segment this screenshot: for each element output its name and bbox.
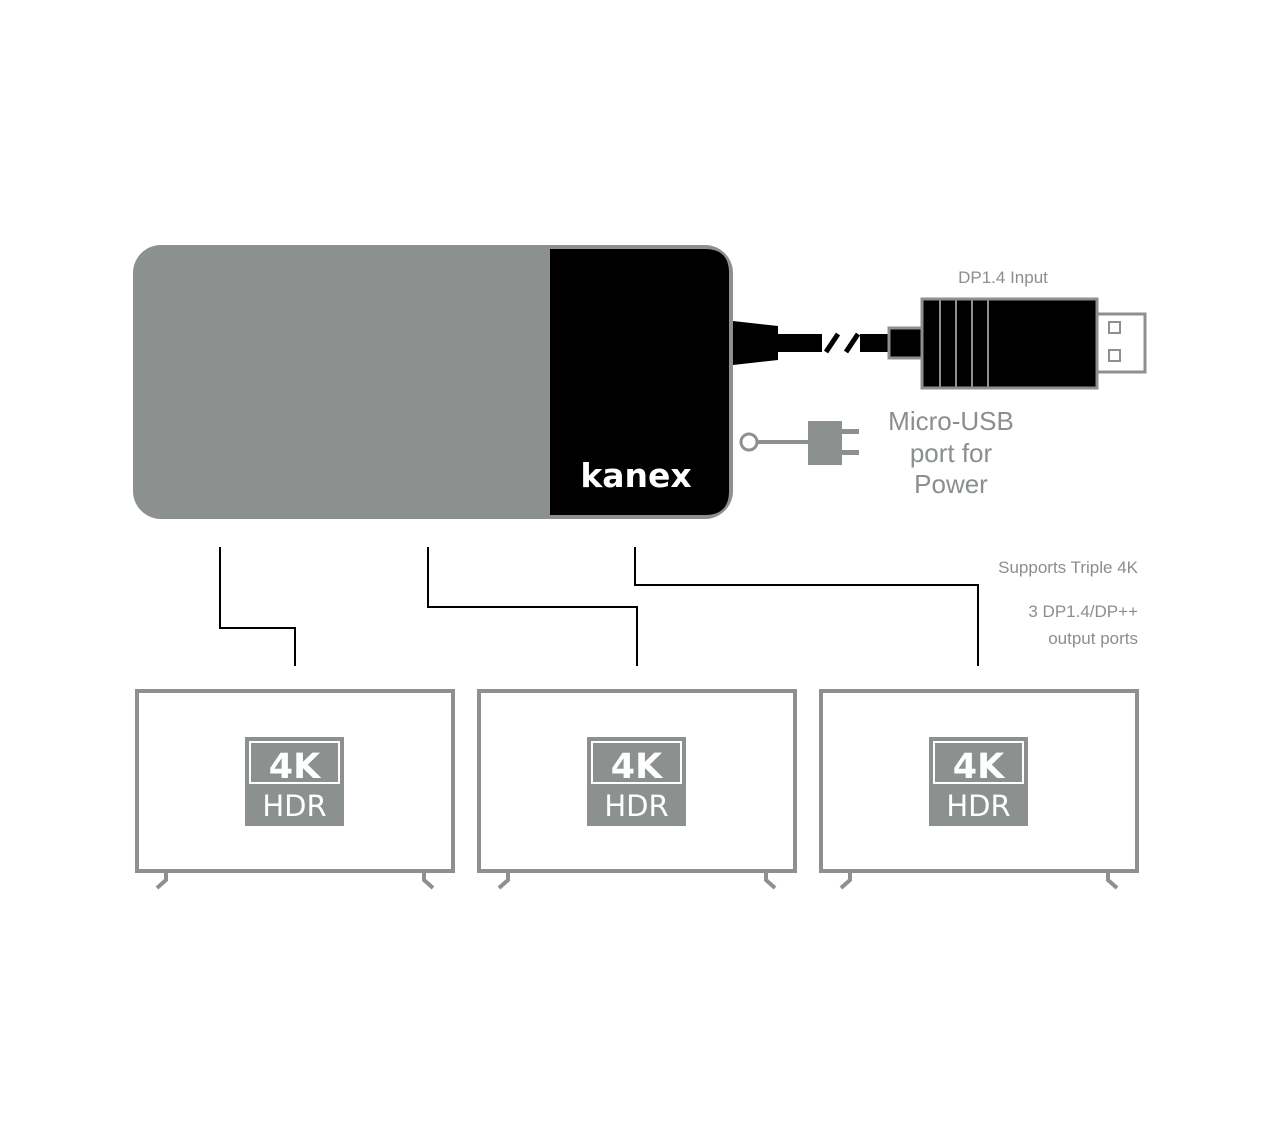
badge-4k-text: 4K: [953, 747, 1006, 787]
monitor-screen: [135, 689, 455, 873]
monitor-foot-left: [155, 873, 168, 890]
monitor-foot-left: [497, 873, 510, 890]
dp-input-label: DP1.4 Input: [958, 268, 1048, 287]
monitor-3: 4K HDR: [819, 689, 1139, 890]
hub-panel: [550, 249, 729, 515]
connection-lines: [219, 547, 979, 666]
support-label: Supports Triple 4K: [998, 558, 1139, 577]
4k-hdr-badge: [929, 737, 1028, 826]
connection-line-3: [634, 547, 979, 666]
monitor-foot-right: [1106, 873, 1119, 890]
badge-hdr-text: HDR: [262, 789, 326, 823]
badge-4k-text: 4K: [611, 747, 664, 787]
power-label-line3: Power: [914, 469, 988, 499]
monitor-foot-right: [764, 873, 777, 890]
monitor-foot-left: [839, 873, 852, 890]
badge-4k-text: 4K: [269, 747, 322, 787]
dp-input-cable: [733, 297, 1147, 390]
ports-label-line1: 3 DP1.4/DP++: [1028, 602, 1138, 621]
monitor-1: 4K HDR: [135, 689, 455, 890]
hub: kanex: [133, 245, 733, 519]
dp-connector-housing: [920, 297, 1099, 390]
connection-line-1: [219, 547, 296, 666]
power-plug-icon: [808, 421, 842, 465]
power-label-line1: Micro-USB: [888, 406, 1014, 436]
cable-strain-relief: [733, 321, 778, 365]
4k-hdr-badge: [587, 737, 686, 826]
monitor-2: 4K HDR: [477, 689, 797, 890]
power-label-line2: port for: [910, 438, 993, 468]
brand-logo: kanex: [580, 456, 691, 495]
monitor-foot-right: [422, 873, 435, 890]
power-connector: [739, 421, 859, 465]
ports-label-line2: output ports: [1048, 629, 1138, 648]
badge-hdr-text: HDR: [946, 789, 1010, 823]
connection-line-2: [427, 547, 638, 666]
badge-hdr-text: HDR: [604, 789, 668, 823]
4k-hdr-badge: [245, 737, 344, 826]
